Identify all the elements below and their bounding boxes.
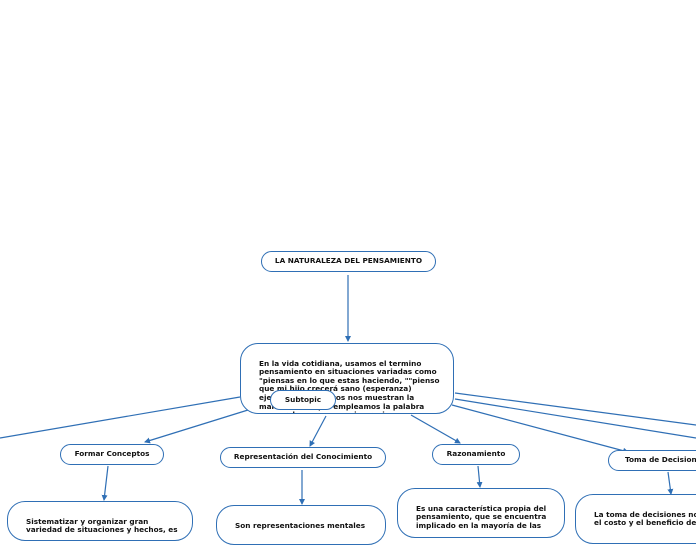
subtopic-node[interactable]: Subtopic — [270, 390, 336, 410]
detail-representacion-text: Son representaciones mentales — [235, 520, 366, 530]
detail-toma-decisiones-text: La toma de decisiones nos el costo y el … — [594, 509, 696, 528]
branch-representacion-label: Representación del Conocimiento — [233, 452, 373, 462]
branch-razonamiento-label: Razonamiento — [446, 449, 506, 459]
branch-toma-decisiones[interactable]: Toma de Decisiones — [608, 450, 696, 471]
detail-formar-conceptos-text: Sistematizar y organizar gran variedad d… — [26, 516, 178, 535]
detail-toma-decisiones[interactable]: La toma de decisiones nos el costo y el … — [575, 494, 696, 544]
detail-formar-conceptos[interactable]: Sistematizar y organizar gran variedad d… — [7, 501, 193, 541]
root-topic[interactable]: LA NATURALEZA DEL PENSAMIENTO — [261, 251, 436, 272]
detail-representacion[interactable]: Son representaciones mentales — [216, 505, 386, 545]
toma-decisiones-detail-connector — [667, 471, 674, 495]
representacion-connector — [309, 415, 327, 447]
offscreen-right-connector-2 — [454, 398, 696, 439]
toma-decisiones-connector — [451, 404, 629, 454]
branch-toma-decisiones-label: Toma de Decisiones — [625, 455, 696, 465]
branch-formar-conceptos-label: Formar Conceptos — [74, 449, 150, 459]
branch-representacion-conocimiento[interactable]: Representación del Conocimiento — [220, 447, 386, 468]
branch-razonamiento[interactable]: Razonamiento — [432, 444, 520, 465]
mind-map-canvas: LA NATURALEZA DEL PENSAMIENTO En la vida… — [0, 251, 696, 545]
branch-formar-conceptos[interactable]: Formar Conceptos — [60, 444, 164, 465]
formar-conceptos-detail-connector — [101, 465, 109, 501]
formar-conceptos-connector — [144, 409, 249, 444]
offscreen-right-connector-1 — [454, 392, 696, 426]
root-topic-label: LA NATURALEZA DEL PENSAMIENTO — [274, 256, 423, 266]
detail-razonamiento-text: Es una característica propia del pensami… — [416, 503, 547, 530]
detail-razonamiento[interactable]: Es una característica propia del pensami… — [397, 488, 565, 538]
connector-layer — [0, 275, 696, 505]
subtopic-label: Subtopic — [284, 394, 322, 404]
offscreen-left-connector — [0, 396, 241, 439]
razonamiento-connector — [410, 414, 461, 444]
razonamiento-detail-connector — [476, 465, 483, 488]
